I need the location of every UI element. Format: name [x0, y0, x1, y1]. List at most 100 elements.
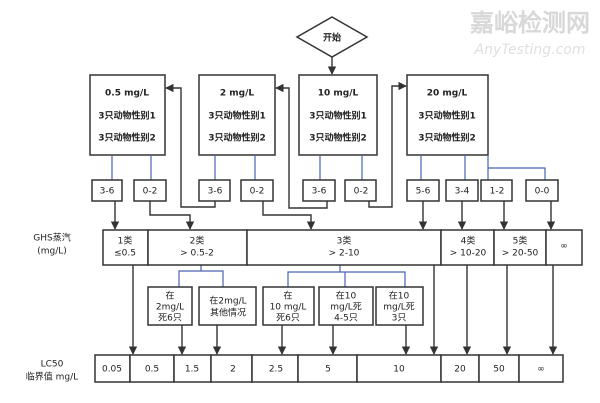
svg-text:在: 在 [165, 290, 174, 302]
start-node: 开始 [295, 16, 369, 58]
svg-text:嘉峪检测网: 嘉峪检测网 [470, 9, 590, 37]
svg-text:0-2: 0-2 [250, 187, 265, 197]
watermark: 嘉峪检测网 AnyTesting.com [470, 9, 590, 58]
lc50-cell: 0.5 [129, 354, 175, 383]
ghs-unit: (mg/L) [37, 247, 67, 257]
svg-text:4-5只: 4-5只 [334, 314, 358, 324]
flow-arrows [110, 81, 558, 355]
ghs-label: GHS蒸汽 [33, 232, 70, 244]
lc50-unit: 临界值 mg/L [26, 371, 78, 383]
svg-text:1.5: 1.5 [185, 365, 199, 375]
lc50-cell: 0.05 [94, 354, 131, 383]
test-box-0.5: 0.5 mg/L 3只动物性别1 3只动物性别2 [89, 74, 166, 156]
svg-text:mg/L死: mg/L死 [383, 302, 415, 313]
svg-text:10: 10 [393, 365, 405, 375]
svg-text:5类: 5类 [513, 235, 528, 247]
svg-text:5: 5 [325, 365, 331, 375]
outcome-box: 3-6 [91, 179, 123, 202]
svg-text:10 mg/L: 10 mg/L [318, 89, 359, 99]
outcome-box: 3-6 [302, 179, 336, 202]
svg-text:mg/L死: mg/L死 [330, 302, 362, 313]
ghs-category-1: 1类 ≤0.5 [102, 229, 149, 266]
ghs-category-infinity: ∞ [545, 229, 583, 266]
svg-text:3只动物性别1: 3只动物性别1 [208, 110, 266, 122]
svg-text:1-2: 1-2 [490, 187, 505, 197]
svg-text:AnyTesting.com: AnyTesting.com [474, 42, 586, 58]
outcome-box: 1-2 [480, 179, 513, 202]
outcome-box: 0-0 [525, 179, 559, 202]
svg-text:50: 50 [493, 365, 505, 375]
lc50-cell: 1.5 [173, 354, 212, 383]
svg-text:20: 20 [454, 365, 466, 375]
outcome-box: 0-2 [133, 179, 167, 202]
lc50-cell: 20 [440, 354, 480, 383]
svg-text:死6只: 死6只 [276, 313, 300, 324]
outcome-box: 5-6 [406, 179, 440, 202]
svg-text:1类: 1类 [118, 235, 133, 247]
svg-text:在2mg/L: 在2mg/L [209, 295, 246, 307]
svg-text:4类: 4类 [461, 235, 476, 247]
lc50-label: LC50 [41, 360, 64, 370]
svg-text:0.5 mg/L: 0.5 mg/L [105, 89, 149, 99]
svg-text:0.5: 0.5 [145, 365, 159, 375]
svg-text:5-6: 5-6 [416, 187, 431, 197]
lc50-cell: 5 [297, 354, 358, 383]
test-box-20: 20 mg/L 3只动物性别1 3只动物性别2 [406, 74, 489, 156]
lc50-cell: 2.5 [251, 354, 299, 383]
svg-text:3只动物性别1: 3只动物性别1 [309, 110, 367, 122]
svg-text:3只动物性别2: 3只动物性别2 [309, 132, 367, 144]
svg-text:∞: ∞ [537, 365, 545, 375]
svg-text:> 2-10: > 2-10 [329, 249, 360, 259]
outcome-box: 0-2 [344, 179, 377, 202]
svg-text:3-6: 3-6 [100, 187, 115, 197]
svg-text:3类: 3类 [337, 235, 352, 247]
svg-text:3只动物性别1: 3只动物性别1 [418, 110, 476, 122]
svg-text:≤0.5: ≤0.5 [114, 249, 136, 259]
outcome-box: 0-2 [240, 179, 274, 202]
svg-text:∞: ∞ [560, 242, 568, 252]
svg-text:3-6: 3-6 [208, 187, 223, 197]
svg-text:3只动物性别2: 3只动物性别2 [98, 132, 156, 144]
ghs-category-2: 2类> 0.5-2 [147, 229, 248, 266]
svg-text:> 10-20: > 10-20 [450, 249, 487, 259]
svg-text:2 mg/L: 2 mg/L [220, 89, 255, 99]
ghs-category-4: 4类 > 10-20 [440, 229, 495, 266]
svg-text:3只动物性别1: 3只动物性别1 [98, 110, 156, 122]
svg-text:在: 在 [283, 290, 292, 302]
svg-text:0-0: 0-0 [535, 187, 550, 197]
svg-text:其他情况: 其他情况 [210, 307, 246, 319]
svg-text:3-6: 3-6 [312, 187, 327, 197]
svg-text:0-2: 0-2 [354, 187, 369, 197]
svg-text:开始: 开始 [323, 32, 341, 44]
svg-text:2: 2 [230, 365, 236, 375]
svg-text:0-2: 0-2 [143, 187, 158, 197]
outcome-box: 3-6 [198, 179, 231, 202]
test-box-2: 2 mg/L 3只动物性别1 3只动物性别2 [198, 74, 276, 156]
svg-text:20 mg/L: 20 mg/L [427, 89, 468, 99]
outcome-box: 3-4 [445, 179, 479, 202]
test-box-10: 10 mg/L 3只动物性别1 3只动物性别2 [298, 74, 378, 156]
ghs-category-3: 3类 > 2-10 [246, 229, 442, 266]
svg-text:> 0.5-2: > 0.5-2 [180, 249, 214, 259]
svg-text:3-4: 3-4 [455, 187, 470, 197]
svg-text:10 mg/L: 10 mg/L [270, 303, 307, 313]
lc50-cell: 10 [356, 354, 442, 383]
svg-text:3只动物性别2: 3只动物性别2 [208, 132, 266, 144]
ghs-category-5: 5类 > 20-50 [493, 229, 547, 266]
svg-text:0.05: 0.05 [102, 365, 122, 375]
svg-text:在10: 在10 [336, 290, 357, 302]
outcome-connectors [111, 155, 546, 287]
svg-text:3只: 3只 [392, 314, 407, 324]
svg-text:> 20-50: > 20-50 [502, 249, 539, 259]
svg-text:3只动物性别2: 3只动物性别2 [418, 132, 476, 144]
svg-text:在10: 在10 [389, 290, 410, 302]
lc50-cell: ∞ [518, 354, 564, 383]
svg-text:死6只: 死6只 [158, 313, 182, 324]
svg-text:2.5: 2.5 [269, 365, 283, 375]
